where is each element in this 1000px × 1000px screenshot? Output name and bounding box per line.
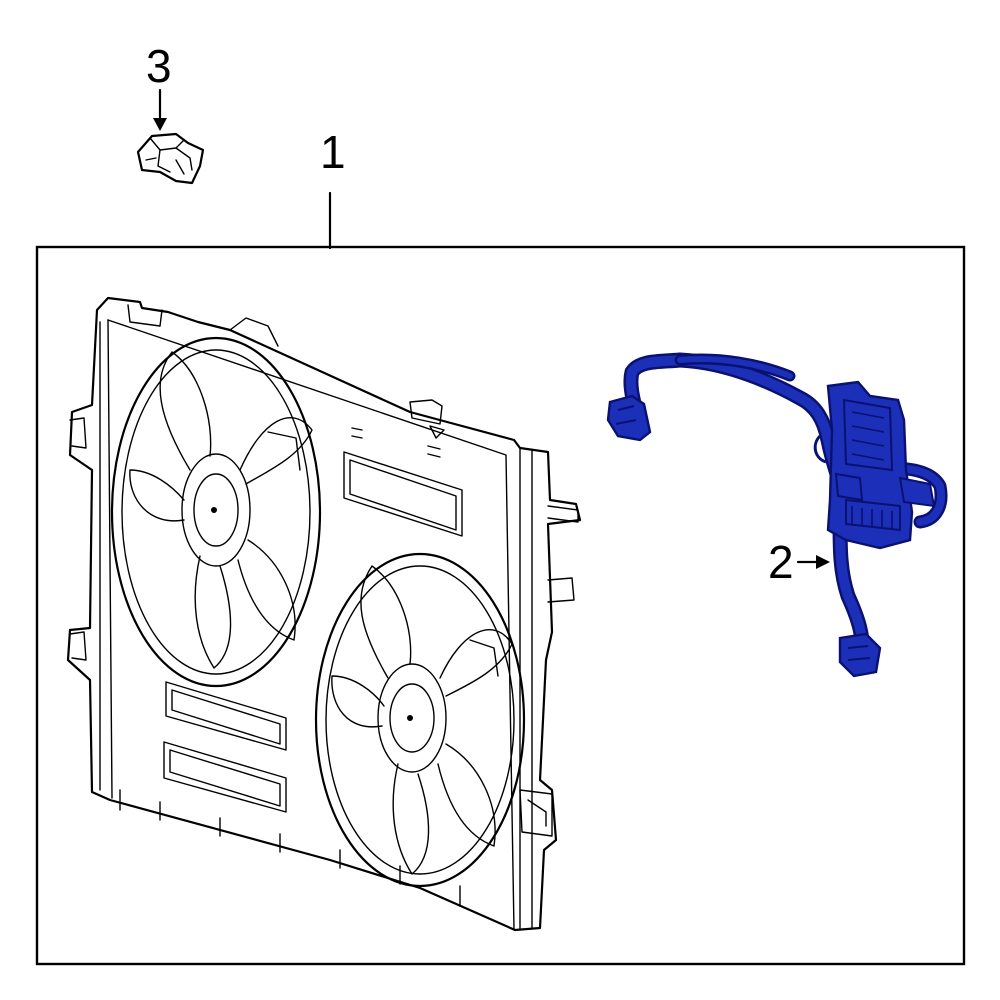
callout-3-label[interactable]: 3 [146, 40, 172, 92]
assembly-frame-box [35, 245, 966, 966]
callout-1-group[interactable]: 1 [320, 126, 346, 250]
shroud-outline [66, 296, 582, 932]
left-fan[interactable] [110, 336, 322, 688]
callout-3-arrowhead [153, 118, 167, 131]
harness-connector-bottom[interactable] [838, 632, 882, 678]
harness-connector-left[interactable] [606, 394, 652, 442]
callout-2-arrowhead [816, 555, 830, 569]
clip-part[interactable] [136, 132, 205, 185]
right-fan[interactable] [314, 552, 526, 888]
right-fan-hub [377, 663, 447, 773]
callout-2-group[interactable]: 2 [768, 536, 830, 588]
wire-harness-part[interactable] [606, 352, 948, 678]
fan-shroud-assembly[interactable] [66, 296, 582, 932]
callout-2-label[interactable]: 2 [768, 536, 794, 588]
left-fan-hub [181, 453, 251, 567]
callout-3-group[interactable]: 3 [146, 40, 172, 131]
callout-1-label[interactable]: 1 [320, 126, 346, 178]
